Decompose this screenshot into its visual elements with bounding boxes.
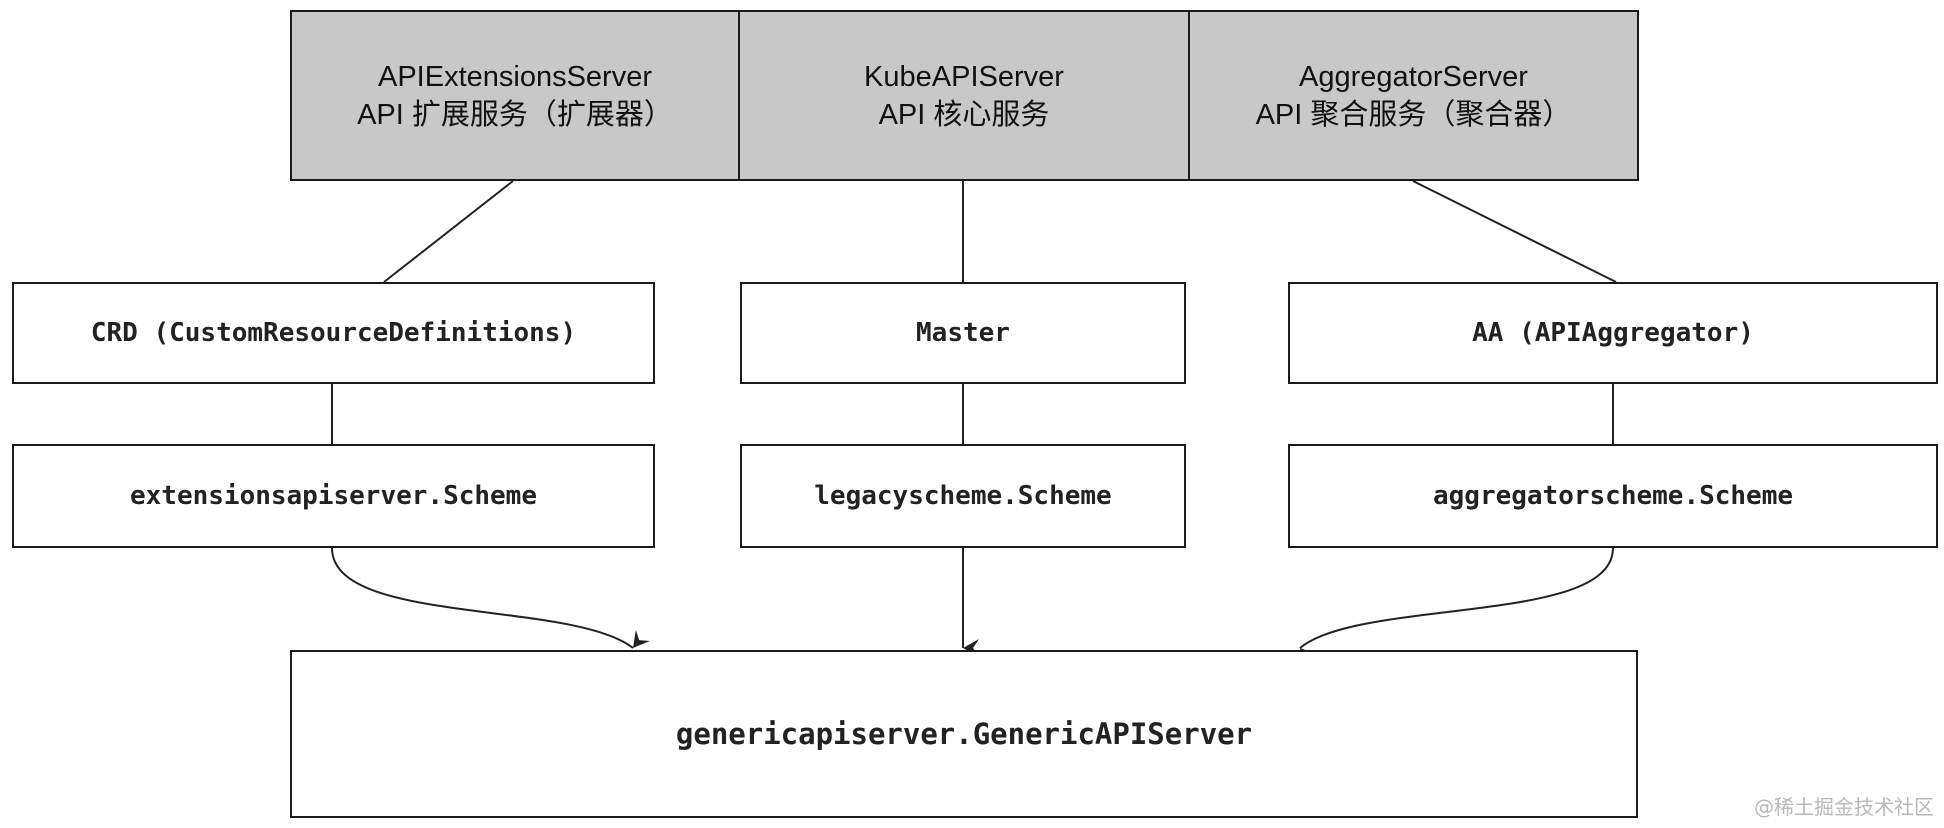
arrow-aggregator-to-generic: [1299, 547, 1614, 667]
extension-scheme-box: extensionsapiserver.Scheme: [12, 444, 655, 548]
aggregator-scheme-box: aggregatorscheme.Scheme: [1288, 444, 1938, 548]
aa-box: AA (APIAggregator): [1288, 282, 1938, 384]
aggregator-server-box: AggregatorServer API 聚合服务（聚合器）: [1188, 10, 1639, 181]
arrow-extension-to-generic: [331, 547, 650, 649]
legacy-scheme-label: legacyscheme.Scheme: [814, 481, 1112, 511]
kube-api-server-title: KubeAPIServer: [864, 60, 1064, 93]
apiextensions-server-title: APIExtensionsServer: [377, 60, 652, 93]
kube-api-server-subtitle: API 核心服务: [878, 98, 1050, 131]
crd-box: CRD (CustomResourceDefinitions): [12, 282, 655, 384]
connector-aggregator-aa: [1412, 180, 1617, 283]
aggregator-scheme-label: aggregatorscheme.Scheme: [1432, 481, 1794, 511]
apiextensions-server-box: APIExtensionsServer API 扩展服务（扩展器）: [290, 10, 740, 181]
generic-api-server-box: genericapiserver.GenericAPIServer: [290, 650, 1638, 818]
aa-label: AA (APIAggregator): [1472, 318, 1754, 348]
aggregator-server-title: AggregatorServer: [1299, 60, 1528, 93]
apiextensions-server-subtitle: API 扩展服务（扩展器）: [357, 98, 673, 131]
extension-scheme-label: extensionsapiserver.Scheme: [130, 481, 537, 511]
crd-label: CRD (CustomResourceDefinitions): [90, 318, 577, 348]
master-label: Master: [916, 318, 1010, 348]
legacy-scheme-box: legacyscheme.Scheme: [740, 444, 1186, 548]
master-box: Master: [740, 282, 1186, 384]
aggregator-server-subtitle: API 聚合服务（聚合器）: [1255, 98, 1572, 131]
generic-api-server-label: genericapiserver.GenericAPIServer: [675, 717, 1253, 751]
watermark: @稀土掘金技术社区: [1754, 795, 1934, 819]
kube-api-server-box: KubeAPIServer API 核心服务: [738, 10, 1190, 181]
connector-extensions-crd: [383, 180, 514, 283]
